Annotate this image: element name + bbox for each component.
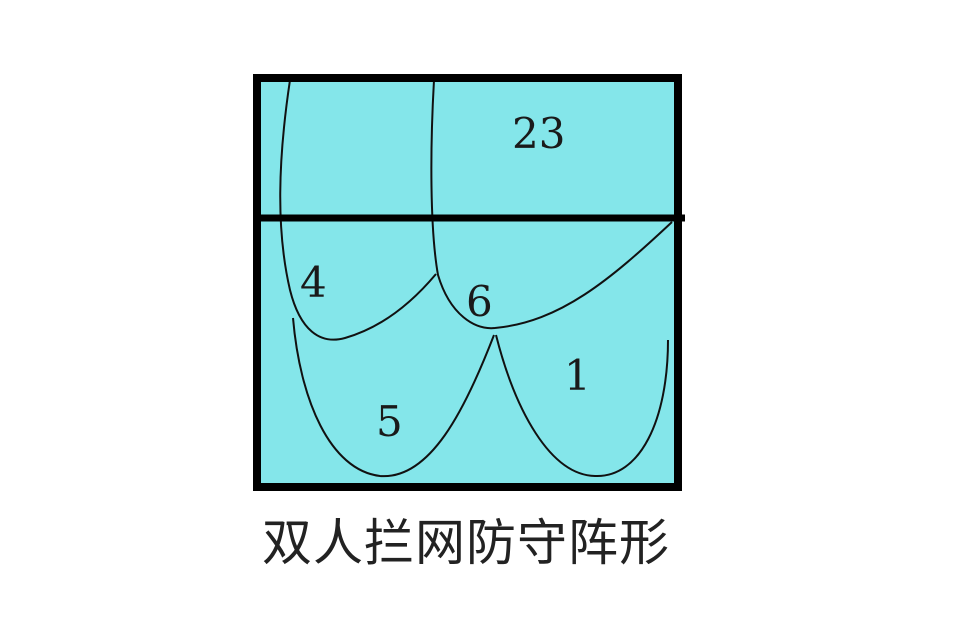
diagram-caption: 双人拦网防守阵形: [262, 514, 670, 572]
zone-6-right-boundary: [494, 221, 673, 329]
zone-label-23: 23: [512, 109, 565, 158]
zone-6-left-boundary: [430, 79, 496, 330]
zone-1-boundary: [495, 334, 669, 478]
zone-label-4: 4: [300, 258, 327, 307]
zone-4-boundary: [279, 79, 437, 341]
court-border: [253, 74, 682, 491]
court-area: [257, 78, 678, 487]
zone-5-boundary: [292, 317, 495, 478]
zone-label-6: 6: [466, 277, 493, 326]
zone-label-1: 1: [564, 351, 591, 400]
zone-label-5: 5: [376, 397, 403, 446]
